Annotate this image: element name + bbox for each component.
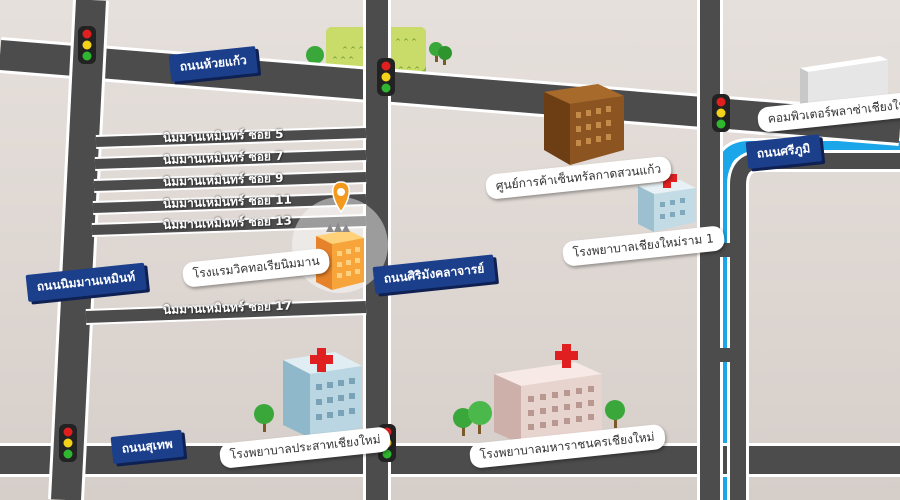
- tree-icon: [306, 46, 324, 67]
- traffic-light-icon: [712, 94, 730, 132]
- hospital-cross-icon: [555, 344, 578, 368]
- hospital-cross-icon: [310, 348, 333, 372]
- traffic-light-icon: [377, 58, 395, 96]
- hospital-maharaj-building: [494, 362, 602, 444]
- tree-icon: [438, 46, 452, 65]
- svg-text:^ ^ ^: ^ ^ ^: [342, 46, 364, 54]
- hospital-ram-building: [638, 180, 696, 232]
- location-pin-icon: [332, 181, 350, 214]
- central-kad-suan-kaew-building: [544, 84, 624, 165]
- tree-icon: [605, 400, 625, 428]
- traffic-light-icon: [59, 424, 77, 462]
- tree-icon: [254, 404, 274, 432]
- traffic-light-icon: [78, 26, 96, 64]
- svg-text:^ ^ ^: ^ ^ ^: [398, 66, 420, 74]
- tree-icon: [468, 401, 492, 434]
- hospital-prasat-building: [283, 352, 362, 438]
- svg-text:^ ^ ^: ^ ^ ^: [395, 38, 417, 46]
- svg-text:^ ^ ^: ^ ^ ^: [332, 56, 354, 64]
